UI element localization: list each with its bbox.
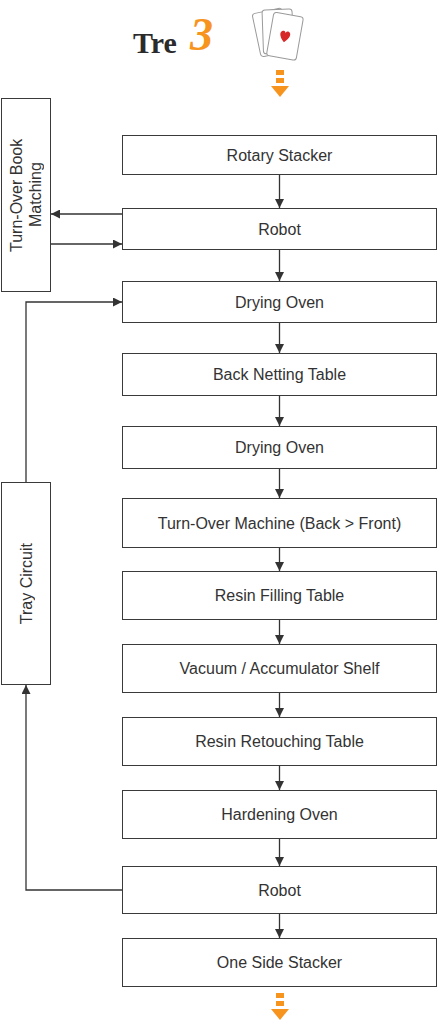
flow-arrow [279,693,280,717]
side-box: Turn-Over Book Matching [1,98,51,292]
flow-arrow [279,250,280,281]
process-box: Robot [122,208,437,250]
title-number: 3 [190,8,213,61]
process-box: Drying Oven [122,426,437,469]
exit-arrow [271,993,289,1020]
process-box: Vacuum / Accumulator Shelf [122,644,437,693]
flow-arrow [279,620,280,644]
box-label: Tray Circuit [17,543,36,624]
process-box: One Side Stacker [122,938,437,987]
flow-arrow [26,302,122,482]
flow-arrow [279,323,280,353]
process-box: Turn-Over Machine (Back > Front) [122,498,437,548]
box-label: Turn-Over Book Matching [7,130,45,260]
process-box: Hardening Oven [122,790,437,839]
flow-arrow [279,175,280,208]
flow-arrow [279,548,280,571]
box-label: Rotary Stacker [227,146,333,165]
process-box: Resin Retouching Table [122,717,437,766]
flow-arrow [51,213,122,214]
entry-arrow [271,70,289,97]
flow-arrow [279,766,280,790]
box-label: Robot [258,220,301,239]
box-label: Resin Filling Table [215,586,345,605]
process-box: Resin Filling Table [122,571,437,620]
process-box: Drying Oven [122,281,437,323]
box-label: Back Netting Table [213,365,346,384]
box-label: Drying Oven [235,438,324,457]
title: Tre [133,26,177,60]
process-box: Rotary Stacker [122,135,437,175]
flow-arrow [279,396,280,426]
playing-cards [252,8,304,61]
flow-arrow [279,469,280,498]
flow-arrow [51,243,122,244]
process-box: Back Netting Table [122,353,437,396]
box-label: Resin Retouching Table [195,732,364,751]
side-box: Tray Circuit [1,482,51,685]
box-label: Drying Oven [235,293,324,312]
process-box: Robot [122,866,437,914]
flow-arrow [279,839,280,866]
flow-arrow [279,914,280,938]
box-label: One Side Stacker [217,953,342,972]
flow-arrow [26,685,122,890]
box-label: Hardening Oven [221,805,338,824]
heart-symbol [279,30,291,43]
box-label: Vacuum / Accumulator Shelf [180,659,380,678]
box-label: Robot [258,881,301,900]
card [266,12,303,61]
box-label: Turn-Over Machine (Back > Front) [158,514,401,533]
